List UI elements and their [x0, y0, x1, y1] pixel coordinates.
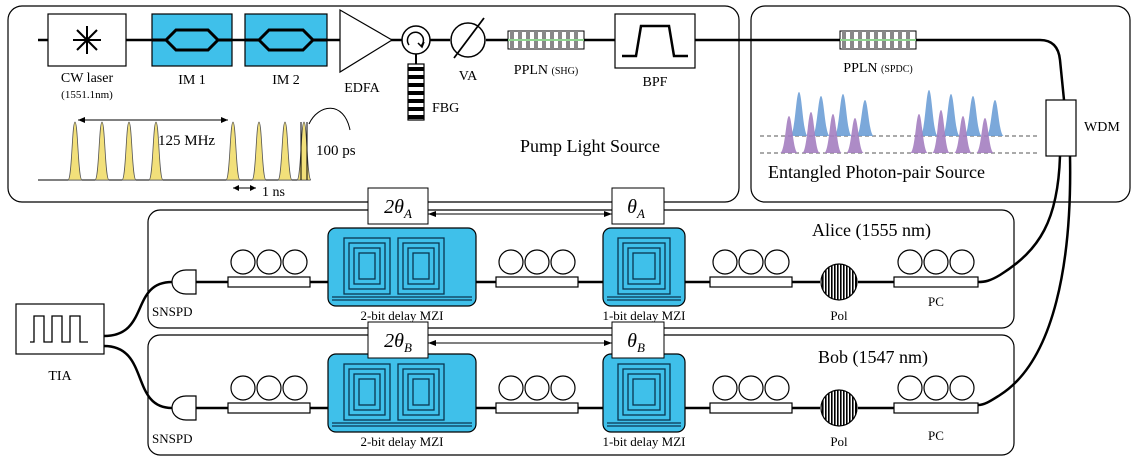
- bob-arm: [171, 353, 979, 433]
- star-icon: [73, 26, 101, 54]
- pump-source-title: Pump Light Source: [520, 136, 660, 156]
- edfa-label: EDFA: [344, 81, 380, 96]
- bob-phase-2bit-sub: B: [404, 340, 412, 355]
- alice-arm: [171, 227, 979, 307]
- entangled-source-title: Entangled Photon-pair Source: [768, 162, 985, 182]
- bob-phase-2bit: 2θ: [384, 330, 404, 352]
- svg-text:2θA: 2θA: [384, 196, 412, 221]
- im2-modulator: [244, 13, 328, 67]
- bob-snspd-label: SNSPD: [152, 431, 192, 446]
- pump-fiber: [38, 38, 1066, 101]
- bob-phase-1bit-box: θB: [611, 321, 665, 359]
- cw-laser-label: CW laser: [61, 71, 114, 86]
- svg-text:θA: θA: [627, 196, 645, 221]
- pulse-spacing-label: 1 ns: [262, 185, 285, 200]
- im1-modulator: [151, 13, 233, 67]
- bob-phase-1bit-sub: B: [637, 340, 645, 355]
- entangled-panel: [750, 5, 1131, 203]
- alice-title: Alice (1555 nm): [812, 220, 931, 241]
- im2-label: IM 2: [272, 73, 300, 88]
- alice-mzi-2bit-label: 2-bit delay MZI: [360, 308, 443, 323]
- bandpass-filter: [614, 13, 696, 69]
- bob-mzi-1bit-chip: [602, 353, 686, 433]
- bob-pc-loops-4: [893, 375, 979, 414]
- ppln-shg-crystal: [507, 30, 585, 50]
- cw-laser: [47, 13, 127, 67]
- alice-phase-1bit-box: θA: [611, 187, 665, 225]
- pulse-peaks: [67, 121, 312, 181]
- alice-pc-loops-4: [893, 249, 979, 288]
- alice-pol-label: Pol: [830, 308, 848, 323]
- edfa-amplifier: [339, 8, 394, 74]
- photon-peaks: [760, 90, 1040, 154]
- bob-pol-label: Pol: [830, 434, 848, 449]
- wdm-output-fibers: [977, 155, 1072, 407]
- tia-cables: [103, 280, 173, 410]
- bob-pc-label: PC: [928, 428, 944, 443]
- alice-mzi-1bit-chip: [602, 227, 686, 307]
- alice-phase-2bit-sub: A: [403, 206, 412, 221]
- ppln-shg-label: PPLN (SHG): [514, 63, 578, 78]
- alice-pc-label: PC: [928, 294, 944, 309]
- tia-box: [15, 303, 105, 355]
- alice-mzi-1bit-label: 1-bit delay MZI: [602, 308, 685, 323]
- fbg-label: FBG: [432, 101, 459, 116]
- va-label: VA: [459, 69, 478, 84]
- alice-phase-2bit: 2θ: [384, 196, 404, 218]
- alice-phase-1bit: θ: [627, 196, 637, 218]
- circulator: [401, 25, 431, 64]
- wdm: [1045, 99, 1077, 157]
- alice-polarizer: [820, 263, 858, 301]
- alice-pc-loops-3: [709, 249, 793, 288]
- bob-pc-loops-1: [227, 375, 311, 414]
- bpf-label: BPF: [643, 75, 668, 90]
- ppln-spdc-crystal: [839, 30, 917, 50]
- alice-snspd-label: SNSPD: [152, 304, 192, 319]
- bob-phase-2bit-box: 2θB: [367, 321, 429, 359]
- alice-phase-1bit-sub: A: [636, 206, 645, 221]
- alice-mzi-2bit-chip: [327, 227, 477, 307]
- bob-pc-loops-2: [495, 375, 579, 414]
- alice-pc-loops-1: [227, 249, 311, 288]
- pulse-train-inset: [38, 107, 351, 191]
- svg-text:2θB: 2θB: [384, 330, 412, 355]
- alice-panel: [147, 209, 1015, 329]
- alice-pc-loops-2: [495, 249, 579, 288]
- rep-rate-label: 125 MHz: [158, 133, 215, 149]
- alice-phase-2bit-box: 2θA: [367, 187, 429, 225]
- bob-polarizer: [820, 389, 858, 427]
- cw-laser-wavelength: (1551.1nm): [61, 89, 113, 101]
- alice-snspd: [171, 269, 197, 295]
- bob-phase-1bit: θ: [627, 330, 637, 352]
- fbg-grating: [407, 63, 425, 121]
- bob-title: Bob (1547 nm): [818, 347, 928, 368]
- ppln-spdc-label: PPLN (SPDC): [843, 61, 912, 76]
- phase-arrows: [428, 211, 612, 346]
- variable-attenuator: [450, 17, 486, 59]
- bob-mzi-2bit-label: 2-bit delay MZI: [360, 434, 443, 449]
- bob-mzi-2bit-chip: [327, 353, 477, 433]
- bob-pc-loops-3: [709, 375, 793, 414]
- pulse-width-label: 100 ps: [316, 143, 356, 159]
- tia-label: TIA: [48, 369, 72, 384]
- wdm-label: WDM: [1084, 120, 1120, 135]
- bob-snspd: [171, 395, 197, 421]
- svg-text:θB: θB: [627, 330, 645, 355]
- bob-mzi-1bit-label: 1-bit delay MZI: [602, 434, 685, 449]
- im1-label: IM 1: [178, 73, 206, 88]
